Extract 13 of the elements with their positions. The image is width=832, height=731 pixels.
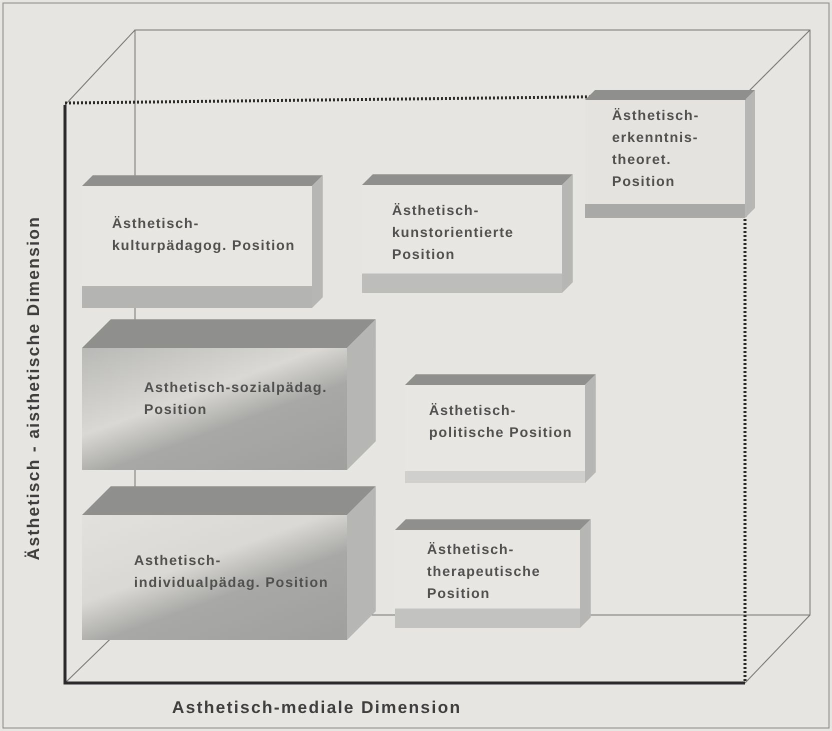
position-box (82, 515, 347, 640)
position-label: Asthetisch-individualpädag. Position (134, 551, 330, 592)
position-label: Ästhetisch-erkenntnis-theoret. Position (612, 106, 700, 191)
position-box (82, 348, 347, 470)
position-label: Ästhetisch-therapeutische Position (427, 540, 542, 603)
position-label: Asthetisch-sozialpädag. Position (144, 378, 328, 419)
position-box (585, 100, 745, 218)
position-label: Ästhetisch-politische Position (429, 401, 574, 442)
position-box (82, 186, 312, 308)
axis-label: Asthetisch-mediale Dimension (172, 698, 462, 718)
axis-label: Ästhetisch - aisthetische Dimension (24, 216, 44, 560)
position-label: Ästhetisch-kulturpädagog. Position (112, 214, 296, 255)
position-label: Ästhetisch-kunstorientierte Position (392, 201, 515, 264)
